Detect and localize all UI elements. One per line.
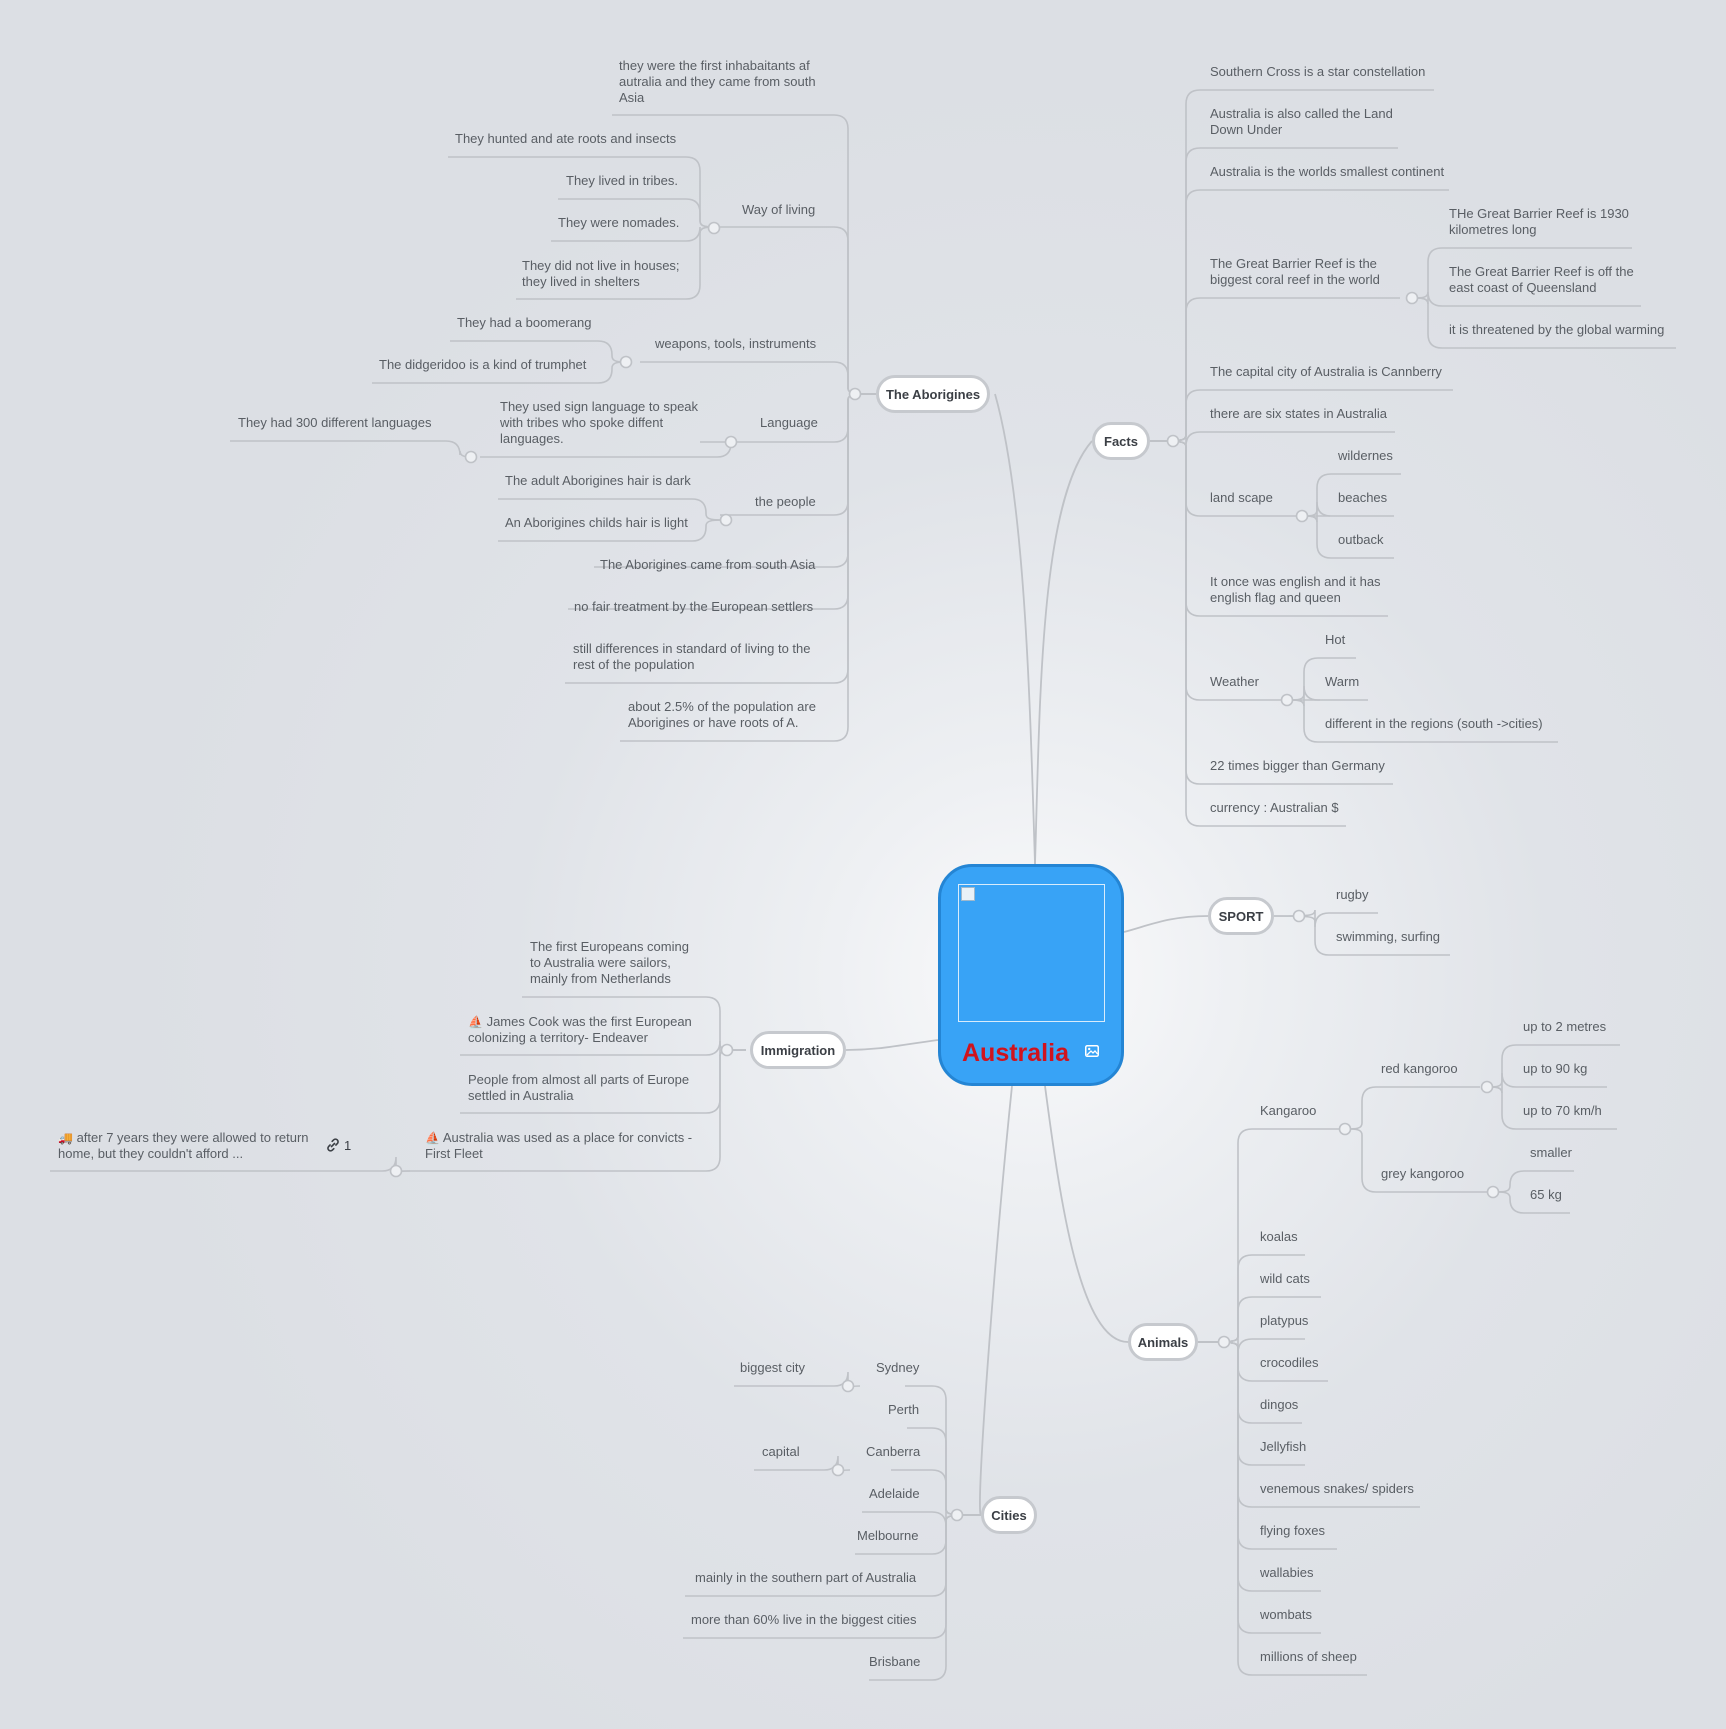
facts-land-down-under[interactable]: Australia is also called the Land Down U…: [1210, 106, 1393, 137]
cities-sixty-percent[interactable]: more than 60% live in the biggest cities: [691, 1612, 917, 1627]
image-icon[interactable]: [1085, 1045, 1099, 1057]
cities-southern-part[interactable]: mainly in the southern part of Australia: [695, 1570, 917, 1585]
weather-regions[interactable]: different in the regions (south ->cities…: [1325, 716, 1543, 731]
red-kangaroo-speed[interactable]: up to 70 km/h: [1523, 1103, 1602, 1118]
sport-rugby[interactable]: rugby: [1336, 887, 1369, 902]
landscape-wildernes[interactable]: wildernes: [1338, 448, 1393, 463]
branch-the-aborigines[interactable]: The Aborigines: [876, 375, 990, 413]
branch-immigration[interactable]: Immigration: [750, 1031, 846, 1069]
facts-land-scape[interactable]: land scape: [1210, 490, 1273, 505]
aborigines-weapons[interactable]: weapons, tools, instruments: [655, 336, 817, 351]
aborigines-treatment[interactable]: no fair treatment by the European settle…: [574, 599, 814, 614]
animals-wild-cats[interactable]: wild cats: [1260, 1271, 1310, 1286]
sailboat-icon: ⛵: [468, 1015, 483, 1029]
red-kangaroo-weight[interactable]: up to 90 kg: [1523, 1061, 1588, 1076]
broken-image-icon: [961, 887, 975, 901]
immigration-settled[interactable]: People from almost all parts of Europe s…: [468, 1072, 690, 1103]
animals-jellyfish[interactable]: Jellyfish: [1260, 1439, 1307, 1454]
animals-flying-foxes[interactable]: flying foxes: [1260, 1523, 1326, 1538]
reef-queensland[interactable]: The Great Barrier Reef is off the east c…: [1449, 264, 1634, 295]
grey-kangaroo-weight[interactable]: 65 kg: [1530, 1187, 1562, 1202]
animals-wallabies[interactable]: wallabies: [1260, 1565, 1314, 1580]
animals-platypus[interactable]: platypus: [1260, 1313, 1309, 1328]
sailboat-icon: ⛵: [425, 1131, 440, 1145]
reef-length[interactable]: THe Great Barrier Reef is 1930 kilometre…: [1449, 206, 1629, 237]
aborigines-way-of-living[interactable]: Way of living: [742, 202, 816, 217]
people-hair-dark[interactable]: The adult Aborigines hair is dark: [505, 473, 691, 488]
branch-facts[interactable]: Facts: [1092, 422, 1150, 460]
reef-global-warming[interactable]: it is threatened by the global warming: [1449, 322, 1665, 337]
city-perth[interactable]: Perth: [888, 1402, 920, 1417]
way-of-living-tribes[interactable]: They lived in tribes.: [566, 173, 678, 188]
city-melbourne[interactable]: Melbourne: [857, 1528, 919, 1543]
facts-english[interactable]: It once was english and it has english f…: [1210, 574, 1381, 605]
immigration-convicts[interactable]: ⛵ Australia was used as a place for conv…: [425, 1130, 693, 1161]
animals-crocodiles[interactable]: crocodiles: [1260, 1355, 1319, 1370]
language-sign-language[interactable]: They used sign language to speak with tr…: [500, 399, 699, 446]
aborigines-came-from[interactable]: The Aborigines came from south Asia: [600, 557, 816, 572]
branch-cities[interactable]: Cities: [981, 1496, 1037, 1534]
root-title: Australia: [962, 1039, 1069, 1067]
facts-smallest-continent[interactable]: Australia is the worlds smallest contine…: [1210, 164, 1445, 179]
weather-hot[interactable]: Hot: [1325, 632, 1346, 647]
link-count: 1: [344, 1138, 352, 1153]
way-of-living-shelters[interactable]: They did not live in houses; they lived …: [522, 258, 680, 289]
sport-swimming[interactable]: swimming, surfing: [1336, 929, 1441, 944]
weather-warm[interactable]: Warm: [1325, 674, 1360, 689]
facts-germany[interactable]: 22 times bigger than Germany: [1210, 758, 1385, 773]
animals-wombats[interactable]: wombats: [1260, 1607, 1313, 1622]
language-300-languages[interactable]: They had 300 different languages: [238, 415, 432, 430]
grey-kangaroo-smaller[interactable]: smaller: [1530, 1145, 1572, 1160]
facts-weather[interactable]: Weather: [1210, 674, 1259, 689]
link-icon[interactable]: [325, 1137, 341, 1153]
animals-dingos[interactable]: dingos: [1260, 1397, 1299, 1412]
city-canberra[interactable]: Canberra: [866, 1444, 921, 1459]
facts-southern-cross[interactable]: Southern Cross is a star constellation: [1210, 64, 1426, 79]
sydney-biggest-city[interactable]: biggest city: [740, 1360, 806, 1375]
aborigines-first-inhabitants[interactable]: they were the first inhabaitants af autr…: [619, 58, 816, 105]
aborigines-population[interactable]: about 2.5% of the population are Aborigi…: [628, 699, 816, 730]
aborigines-the-people[interactable]: the people: [755, 494, 816, 509]
root-image: [958, 884, 1105, 1022]
way-of-living-hunted[interactable]: They hunted and ate roots and insects: [455, 131, 677, 146]
weapons-boomerang[interactable]: They had a boomerang: [457, 315, 592, 330]
animals-snakes-spiders[interactable]: venemous snakes/ spiders: [1260, 1481, 1414, 1496]
facts-great-barrier-reef[interactable]: The Great Barrier Reef is the biggest co…: [1210, 256, 1380, 287]
root-topic[interactable]: Australia: [938, 864, 1124, 1086]
city-adelaide[interactable]: Adelaide: [869, 1486, 920, 1501]
canberra-capital[interactable]: capital: [762, 1444, 800, 1459]
weapons-didgeridoo[interactable]: The didgeridoo is a kind of trumphet: [379, 357, 587, 372]
immigration-james-cook[interactable]: ⛵ James Cook was the first European colo…: [468, 1014, 692, 1045]
facts-currency[interactable]: currency : Australian $: [1210, 800, 1339, 815]
landscape-outback[interactable]: outback: [1338, 532, 1384, 547]
aborigines-differences[interactable]: still differences in standard of living …: [573, 641, 811, 672]
facts-capital[interactable]: The capital city of Australia is Cannber…: [1210, 364, 1442, 379]
aborigines-language[interactable]: Language: [760, 415, 818, 430]
immigration-return-home[interactable]: 🚚 after 7 years they were allowed to ret…: [58, 1130, 309, 1161]
facts-six-states[interactable]: there are six states in Australia: [1210, 406, 1388, 421]
people-hair-light[interactable]: An Aborigines childs hair is light: [505, 515, 688, 530]
branch-animals[interactable]: Animals: [1128, 1323, 1198, 1361]
city-brisbane[interactable]: Brisbane: [869, 1654, 921, 1669]
red-kangaroo-height[interactable]: up to 2 metres: [1523, 1019, 1607, 1034]
way-of-living-nomades[interactable]: They were nomades.: [558, 215, 680, 230]
animals-koalas[interactable]: koalas: [1260, 1229, 1298, 1244]
kangaroo-red[interactable]: red kangoroo: [1381, 1061, 1458, 1076]
truck-icon: 🚚: [58, 1131, 73, 1145]
branch-sport[interactable]: SPORT: [1208, 897, 1274, 935]
kangaroo-grey[interactable]: grey kangoroo: [1381, 1166, 1465, 1181]
animals-kangaroo[interactable]: Kangaroo: [1260, 1103, 1317, 1118]
city-sydney[interactable]: Sydney: [876, 1360, 920, 1375]
animals-sheep[interactable]: millions of sheep: [1260, 1649, 1357, 1664]
immigration-first-europeans[interactable]: The first Europeans coming to Australia …: [530, 939, 689, 986]
landscape-beaches[interactable]: beaches: [1338, 490, 1388, 505]
